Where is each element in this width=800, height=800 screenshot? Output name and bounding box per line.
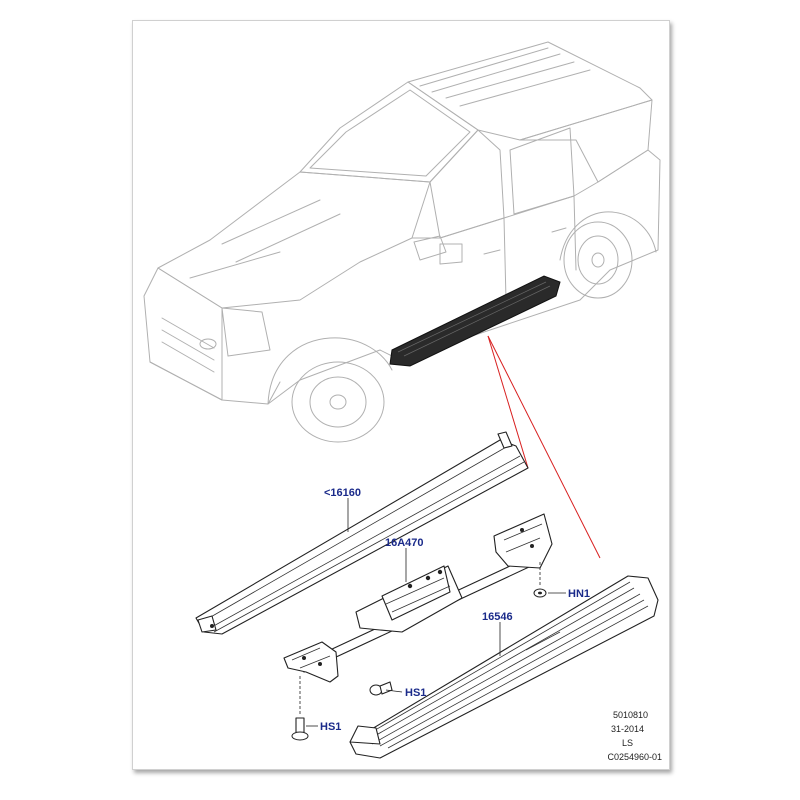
callout-screw-low: HS1 (320, 721, 341, 733)
reference-line-4: C0254960-01 (607, 752, 662, 762)
mounting-rail (195, 431, 529, 635)
callout-bracket-kit: 16A470 (385, 537, 424, 549)
callout-leaders (306, 498, 566, 727)
callout-rail: <16160 (324, 487, 361, 499)
callout-step: 16546 (482, 611, 513, 623)
callout-nut: HN1 (568, 588, 590, 600)
fastener-hs1-upper (369, 681, 393, 696)
reference-line-3: LS (622, 738, 633, 748)
callout-screw-mid: HS1 (405, 687, 426, 699)
side-step-board (349, 575, 659, 759)
fastener-hs1-lower (291, 676, 309, 741)
reference-block: 5010810 31-2014 LS C0254960-01 (607, 710, 662, 762)
reference-line-2: 31-2014 (611, 724, 644, 734)
vehicle-illustration (143, 41, 661, 443)
red-leader-lines (487, 335, 601, 559)
bracket-kit (283, 513, 553, 683)
fitted-side-step (389, 275, 561, 367)
fastener-hn1-nut (533, 562, 547, 598)
reference-line-1: 5010810 (613, 710, 648, 720)
